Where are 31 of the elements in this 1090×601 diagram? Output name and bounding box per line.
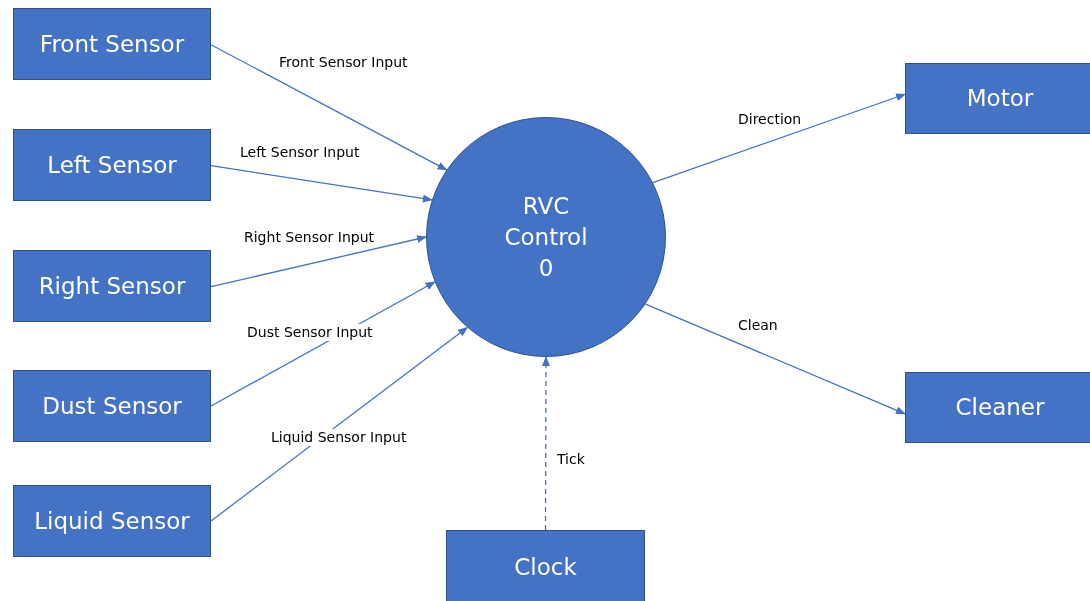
- edge-label: Front Sensor Input: [278, 54, 409, 71]
- arrow: [644, 303, 906, 415]
- arrow: [652, 93, 906, 184]
- node-label: Front Sensor: [39, 29, 185, 59]
- node-label: Left Sensor: [47, 150, 177, 180]
- edge-label: Dust Sensor Input: [246, 324, 374, 341]
- arrow: [210, 44, 448, 171]
- edge-label: Liquid Sensor Input: [270, 429, 408, 446]
- node-label: Cleaner: [955, 393, 1045, 422]
- entity-box: [13, 250, 211, 322]
- node-label: Dust Sensor: [42, 391, 182, 421]
- node-label: Clock: [514, 553, 577, 582]
- arrow: [210, 326, 469, 522]
- entity-box: [905, 63, 1090, 134]
- arrow: [541, 356, 550, 531]
- node-label: 0: [538, 253, 554, 283]
- node-label: Motor: [966, 84, 1034, 113]
- node-label: RVC Control: [503, 191, 589, 252]
- entity-box: [13, 485, 211, 557]
- arrow: [210, 235, 427, 288]
- arrow: [210, 165, 433, 203]
- arrow: [210, 281, 436, 407]
- entity-box: [446, 530, 645, 601]
- edge-label: Right Sensor Input: [243, 229, 375, 246]
- entity-box: [905, 372, 1090, 443]
- edge-label: Left Sensor Input: [239, 144, 361, 161]
- node-label: Liquid Sensor: [34, 506, 190, 536]
- node-label: Right Sensor: [38, 271, 186, 301]
- entity-box: [13, 8, 211, 80]
- entity-box: [13, 370, 211, 442]
- entity-box: [13, 129, 211, 201]
